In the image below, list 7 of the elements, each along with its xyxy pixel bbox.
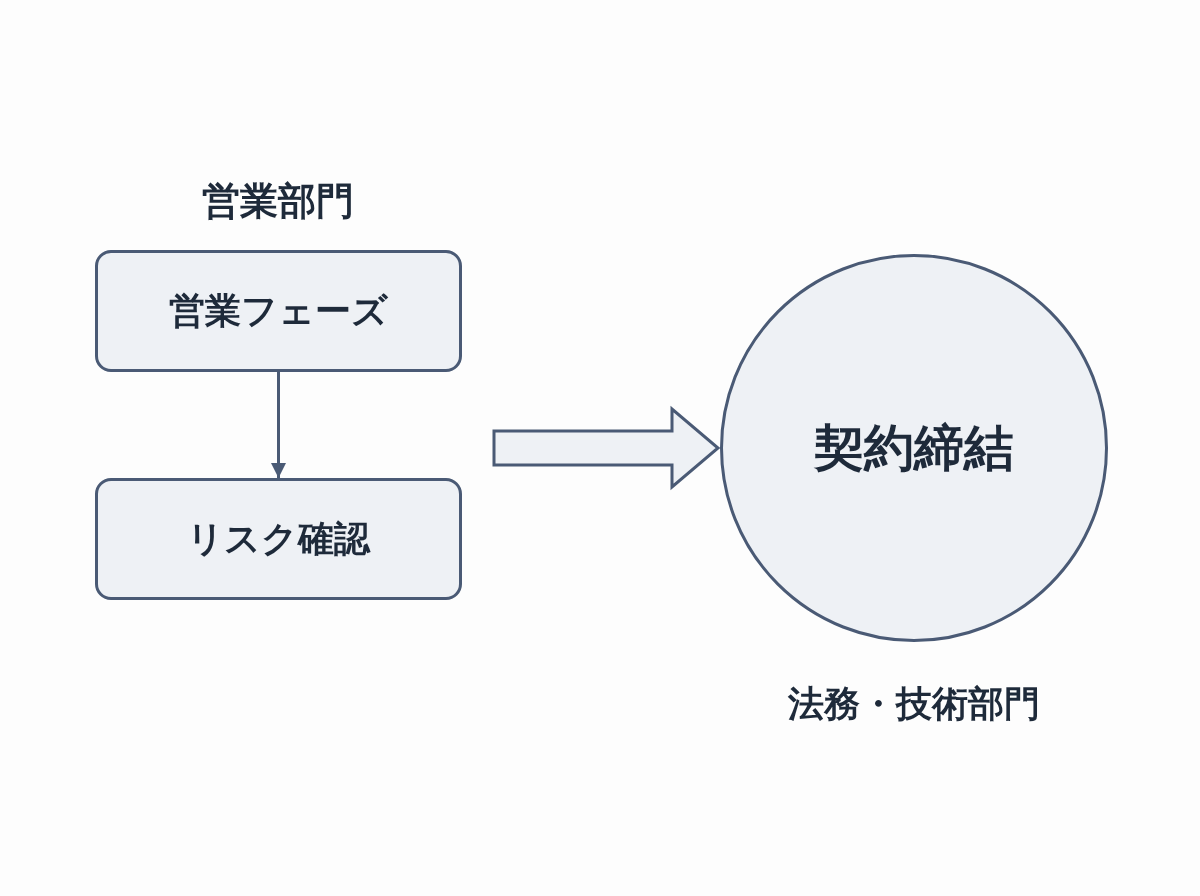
heading-text: 営業部門 [202, 178, 354, 225]
process-circle: 契約締結 [720, 254, 1108, 642]
block-arrow [492, 405, 721, 491]
arrow [271, 372, 286, 478]
process-box: 営業フェーズ [95, 250, 462, 372]
process-box: リスク確認 [95, 478, 462, 600]
caption-text: 法務・技術部門 [788, 682, 1040, 726]
